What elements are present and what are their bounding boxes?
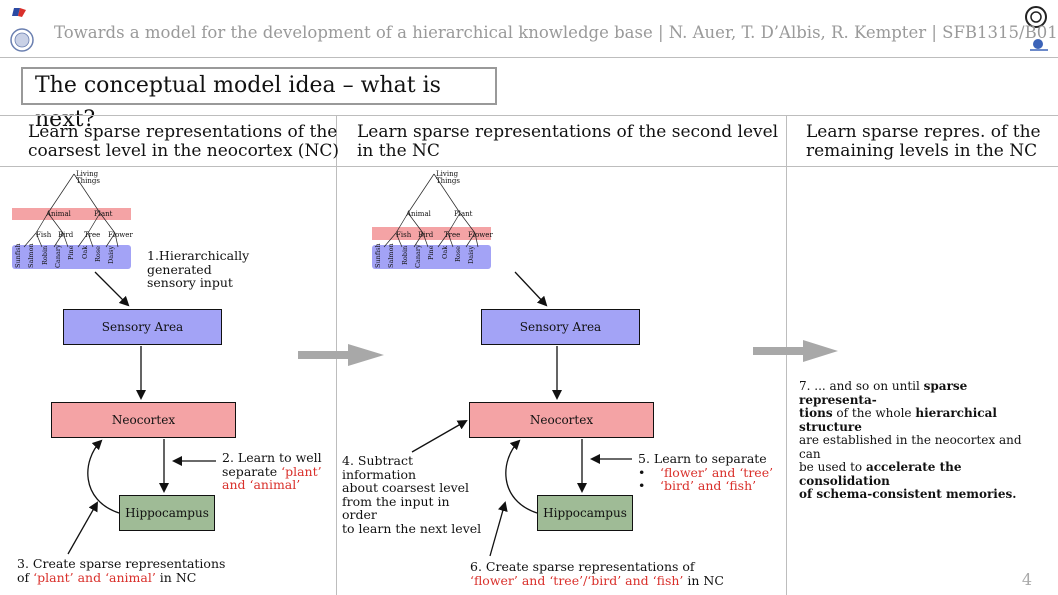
- tree-1-leaf-salmon: Salmon: [27, 243, 36, 268]
- tree-1-leaf-sunfish: Sunfish: [14, 243, 22, 268]
- arrow-hippocampus-to-neocortex-1: [87, 439, 120, 514]
- arrow-input-to-sensory-1: [94, 271, 130, 307]
- tree-2-leaf-salmon: Salmon: [387, 243, 396, 268]
- column-divider-2: [786, 115, 787, 595]
- tree-2-flower: Flower: [468, 231, 493, 239]
- tree-1-plant: Plant: [94, 210, 113, 218]
- tree-2-leaf-sunfish: Sunfish: [374, 243, 382, 268]
- tree-2-leaf-robin: Robin: [400, 246, 409, 266]
- sfb-logo: [1022, 4, 1052, 54]
- hippocampus-box-1: Hippocampus: [119, 495, 215, 531]
- tree-2-fish: Fish: [396, 231, 412, 239]
- step-5-note: 5. Learn to separate •‘flower’ and ‘tree…: [638, 451, 774, 493]
- step-3-note: 3. Create sparse representations of ‘pla…: [17, 556, 226, 585]
- arrow-hippocampus-to-neocortex-2: [505, 439, 538, 514]
- tree-1-leaves-band: [12, 245, 131, 269]
- tree-2-plant: Plant: [454, 210, 473, 218]
- arrow-step3-pointer: [67, 501, 98, 555]
- table-top-line: [0, 115, 1058, 116]
- tree-1-tree: Tree: [84, 231, 101, 239]
- tree-1-leaf-oak: Oak: [80, 246, 89, 260]
- tree-2-bird: Bird: [418, 231, 434, 239]
- step-2-note: 2. Learn to well separate ‘plant’ and ‘a…: [222, 450, 322, 492]
- table-header-line: [0, 166, 1058, 167]
- tree-1-leaf-rose: Rose: [93, 246, 102, 262]
- transition-arrow-1: [298, 344, 384, 366]
- tree-2-tree: Tree: [444, 231, 461, 239]
- transition-arrow-2: [753, 340, 838, 362]
- page-number: 4: [1021, 570, 1032, 589]
- tree-2-animal: Animal: [406, 210, 431, 218]
- arrow-input-to-sensory-2: [514, 271, 548, 307]
- tree-2-leaf-oak: Oak: [440, 246, 449, 260]
- sensory-area-box-2: Sensory Area: [481, 309, 640, 345]
- neocortex-box-1: Neocortex: [51, 402, 236, 438]
- hippocampus-box-2: Hippocampus: [537, 495, 633, 531]
- column-divider-1: [336, 115, 337, 595]
- tree-1-flower: Flower: [108, 231, 133, 239]
- arrow-step6-pointer: [489, 501, 508, 557]
- tree-2-leaves-band: [372, 245, 491, 269]
- sensory-area-box-1: Sensory Area: [63, 309, 222, 345]
- tree-1-animal: Animal: [46, 210, 71, 218]
- tree-2-leaf-canary: Canary: [413, 244, 422, 268]
- tree-1-leaf-robin: Robin: [40, 246, 49, 266]
- university-logo: [6, 4, 40, 52]
- tree-1-leaf-pine: Pine: [67, 246, 76, 261]
- tree-1-leaf-canary: Canary: [53, 244, 62, 268]
- tree-1-bird: Bird: [58, 231, 74, 239]
- step-6-note: 6. Create sparse representations of ‘flo…: [470, 559, 724, 588]
- column-2-heading: Learn sparse representations of the seco…: [357, 122, 779, 161]
- neocortex-box-2: Neocortex: [469, 402, 654, 438]
- tree-2-leaf-pine: Pine: [427, 246, 436, 261]
- tree-2-leaf-rose: Rose: [453, 246, 462, 262]
- tree-1-leaf-daisy: Daisy: [107, 246, 116, 265]
- arrow-step4-pointer: [411, 420, 468, 453]
- tree-1-level1-highlight: [12, 208, 131, 220]
- header-divider: [0, 57, 1058, 58]
- header-text: Towards a model for the development of a…: [54, 23, 1058, 42]
- tree-2-leaf-daisy: Daisy: [467, 246, 476, 265]
- step-7-note: 7. ... and so on until sparse representa…: [799, 379, 1022, 501]
- slide-title: The conceptual model idea – what is next…: [21, 67, 497, 132]
- tree-1-fish: Fish: [36, 231, 52, 239]
